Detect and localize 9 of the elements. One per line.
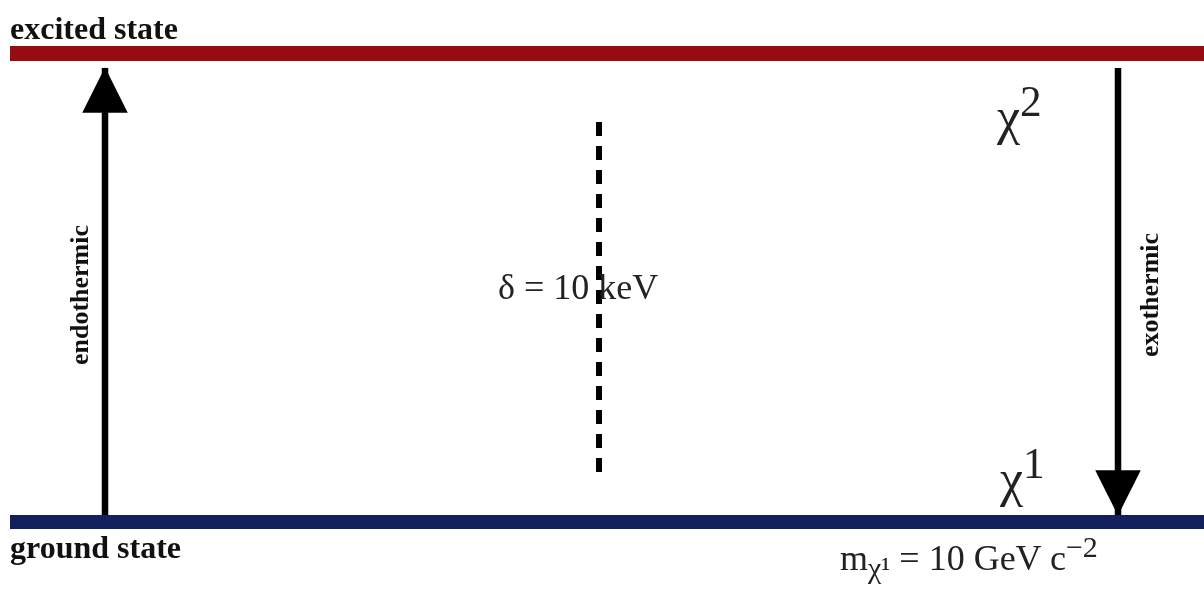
arrow bbox=[82, 67, 128, 515]
math-label: χ$^{1}$ bbox=[1000, 440, 1045, 508]
math-label: m$_{χ¹}$ = 10 GeV c$^{−2}$ bbox=[840, 530, 1098, 585]
level-label: excited state bbox=[10, 10, 178, 46]
math-label: χ$^{2}$ bbox=[997, 78, 1042, 146]
edge-label: exothermic bbox=[1135, 232, 1165, 358]
math-label: δ = 10 keV bbox=[498, 268, 659, 308]
edge-label: endothermic bbox=[65, 224, 95, 366]
level-label: ground state bbox=[10, 529, 181, 565]
